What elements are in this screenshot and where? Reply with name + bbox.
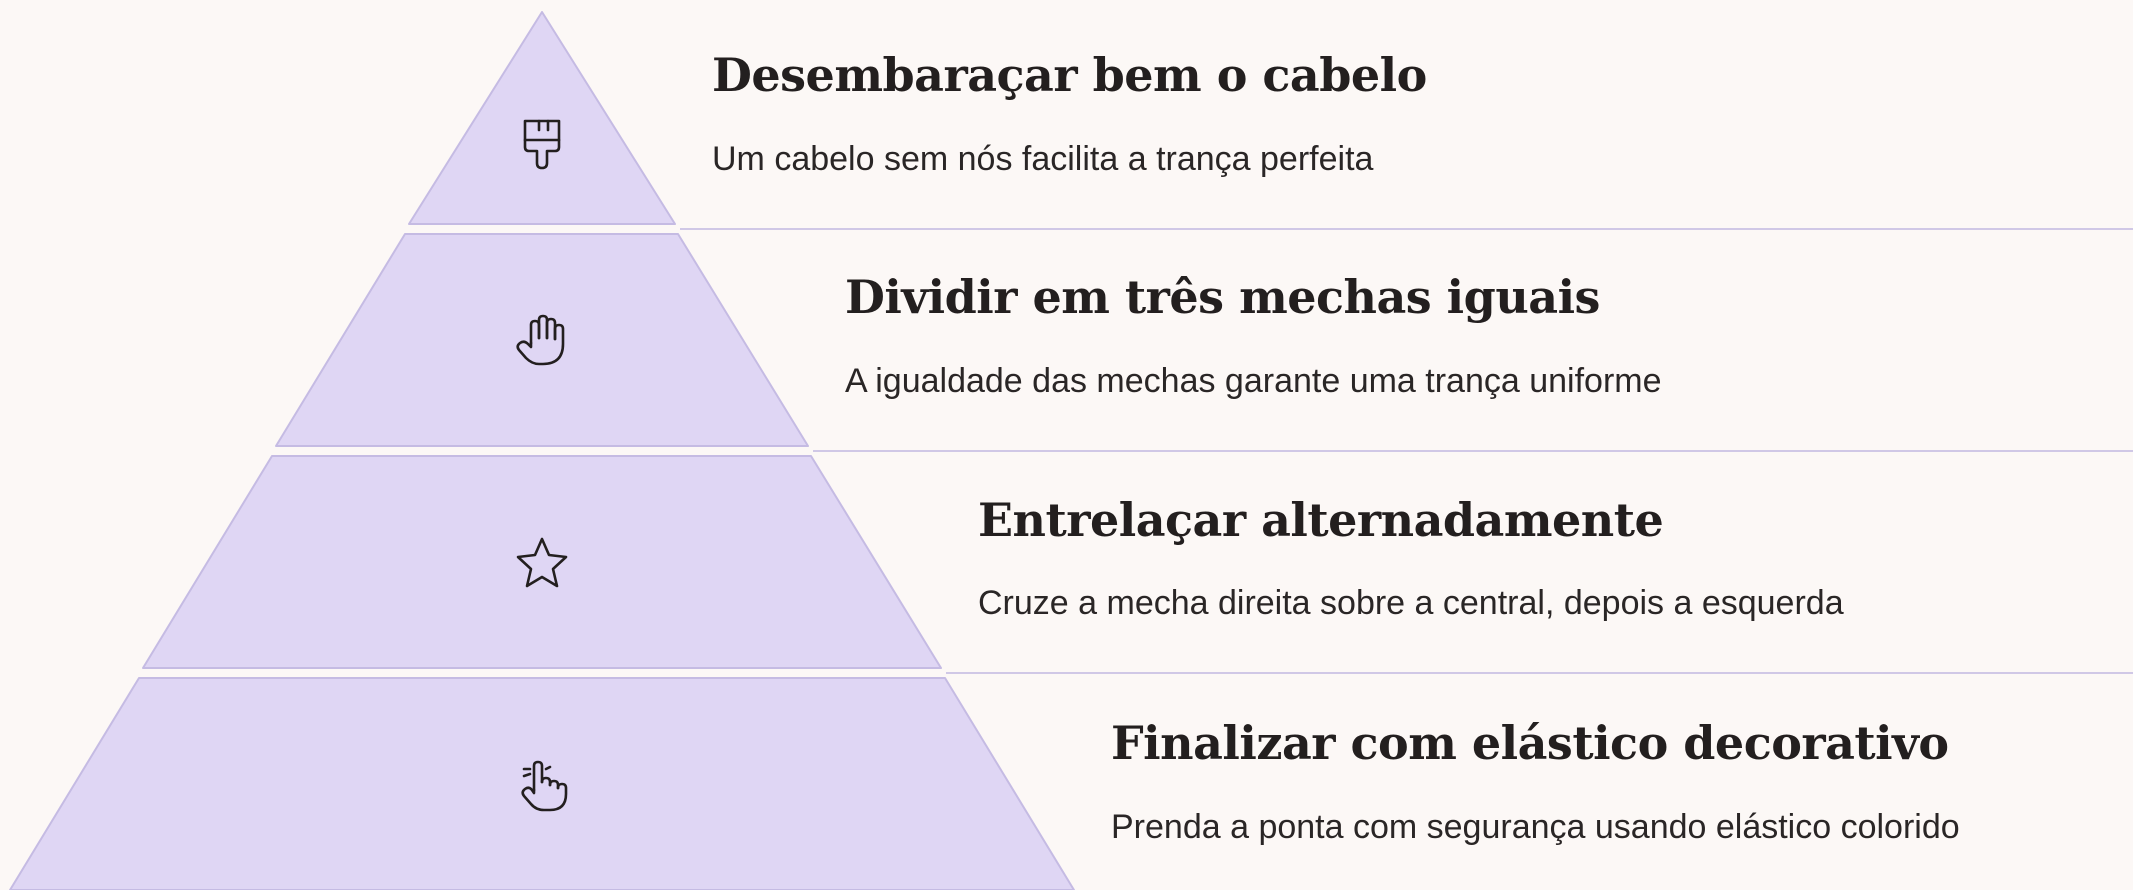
step-3-description: Cruze a mecha direita sobre a central, d… bbox=[978, 584, 1844, 622]
step-3-title: Entrelaçar alternadamente bbox=[978, 493, 1664, 547]
step-2-title: Dividir em três mechas iguais bbox=[845, 270, 1600, 324]
hand-icon bbox=[516, 314, 565, 366]
paintbrush-icon bbox=[523, 119, 561, 170]
step-1-title: Desembaraçar bem o cabelo bbox=[712, 48, 1427, 102]
pyramid-tier-4 bbox=[9, 677, 1075, 890]
pyramid-tier-2 bbox=[275, 233, 809, 447]
pyramid-tier-1 bbox=[408, 11, 676, 225]
step-1-description: Um cabelo sem nós facilita a trança perf… bbox=[712, 140, 1374, 178]
star-icon bbox=[516, 537, 568, 588]
step-2-description: A igualdade das mechas garante uma tranç… bbox=[845, 362, 1662, 400]
pyramid-tier-3 bbox=[142, 455, 942, 669]
step-4-description: Prenda a ponta com segurança usando elás… bbox=[1111, 808, 1960, 846]
pointing-finger-icon bbox=[521, 760, 568, 812]
step-4-title: Finalizar com elástico decorativo bbox=[1111, 716, 1949, 770]
